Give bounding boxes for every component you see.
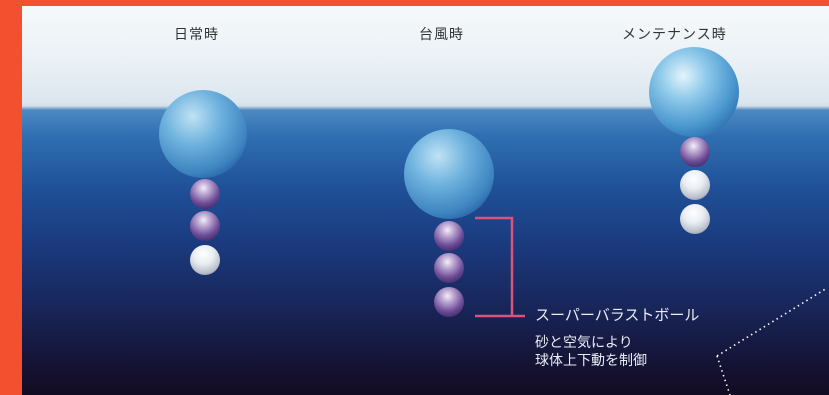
main-sphere-maintenance bbox=[649, 47, 739, 137]
label-maintenance: メンテナンス時 bbox=[622, 27, 727, 43]
float-group-normal bbox=[159, 90, 247, 275]
dotted-indicator bbox=[716, 287, 828, 395]
label-typhoon: 台風時 bbox=[419, 27, 464, 43]
main-sphere-typhoon bbox=[404, 129, 494, 219]
callout-title: スーパーバラストボール bbox=[535, 306, 700, 324]
callout-line-2: 球体上下動を制御 bbox=[535, 353, 647, 369]
ballast-ball-maintenance-3 bbox=[680, 204, 710, 234]
ballast-bracket bbox=[475, 216, 525, 318]
ballast-ball-normal-1 bbox=[190, 179, 220, 209]
ballast-ball-typhoon-1 bbox=[434, 221, 464, 251]
ballast-ball-typhoon-3 bbox=[434, 287, 464, 317]
ballast-ball-maintenance-1 bbox=[680, 137, 710, 167]
callout-line-1: 砂と空気により bbox=[535, 335, 633, 351]
ballast-ball-normal-3 bbox=[190, 245, 220, 275]
main-sphere-normal bbox=[159, 90, 247, 178]
ballast-ball-maintenance-2 bbox=[680, 170, 710, 200]
ballast-ball-typhoon-2 bbox=[434, 253, 464, 283]
float-group-maintenance bbox=[649, 47, 739, 234]
float-illustration bbox=[159, 47, 828, 395]
float-group-typhoon bbox=[404, 129, 494, 317]
diagram-panel: 日常時 台風時 メンテナンス時 bbox=[22, 6, 829, 395]
ballast-ball-normal-2 bbox=[190, 211, 220, 241]
label-normal: 日常時 bbox=[174, 27, 219, 43]
